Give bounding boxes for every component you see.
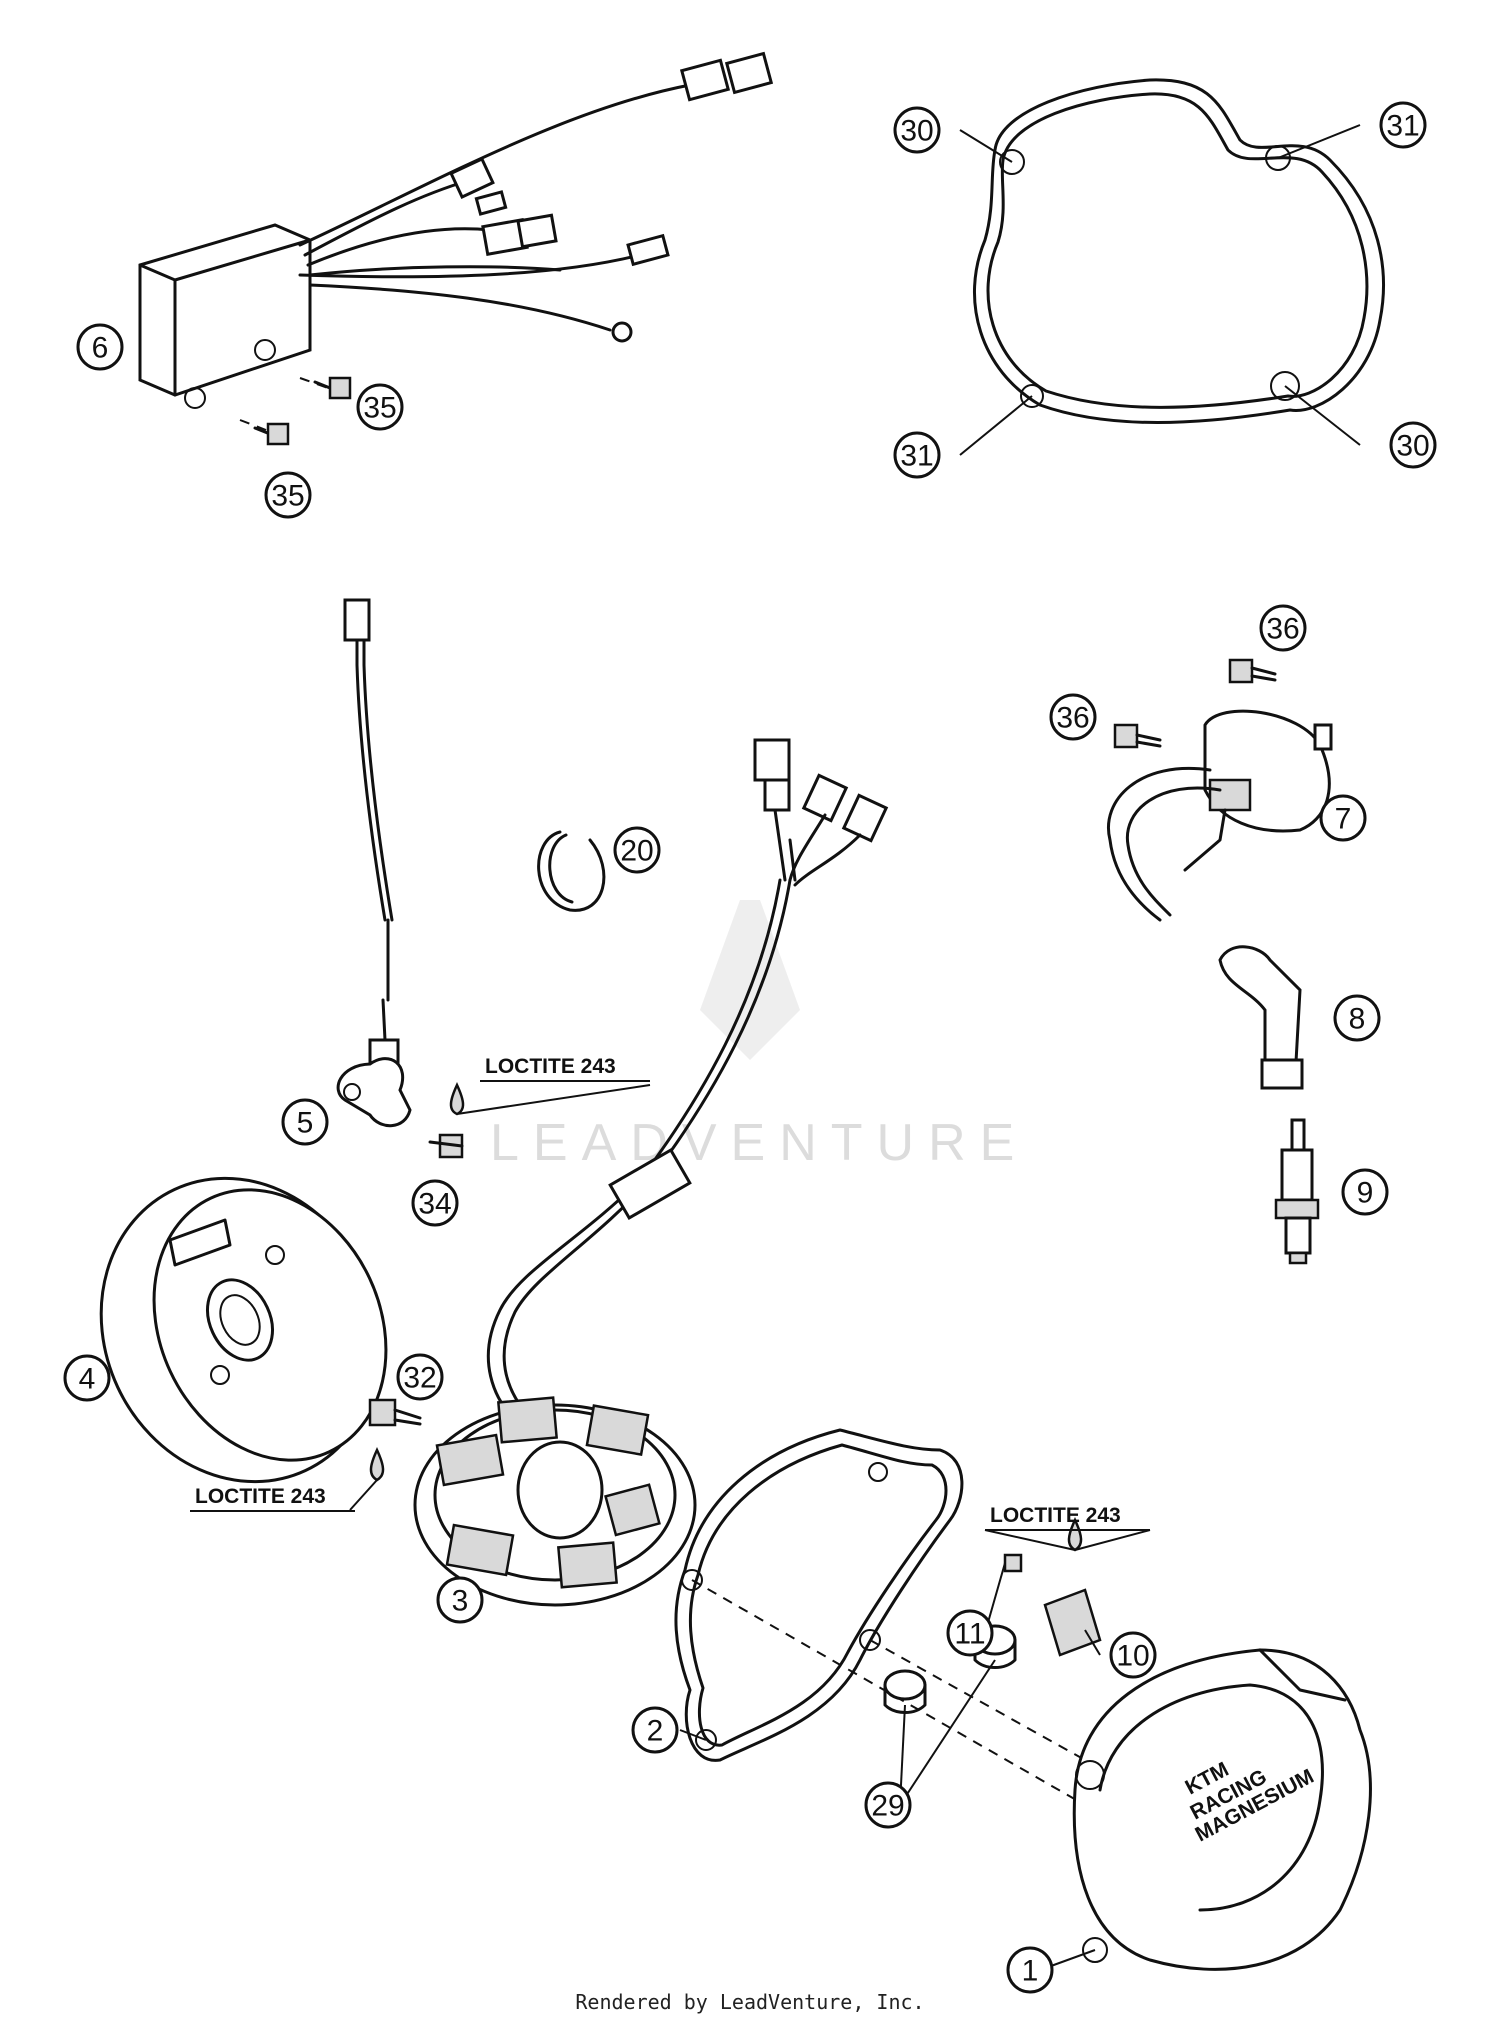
svg-text:LOCTITE 243: LOCTITE 243 [195, 1485, 326, 1508]
svg-text:9: 9 [1357, 1177, 1374, 1210]
loctite-label-c: LOCTITE 243 [985, 1504, 1150, 1531]
callout-7: 7 [1319, 794, 1367, 842]
watermark: LEADVENTURE [490, 900, 1028, 1172]
svg-text:5: 5 [297, 1107, 314, 1140]
callout-29: 29 [864, 1781, 912, 1829]
svg-text:20: 20 [620, 835, 653, 868]
callout-20: 20 [613, 826, 661, 874]
screw-11 [1003, 1517, 1083, 1573]
svg-text:11: 11 [954, 1618, 985, 1651]
callout-30a: 30 [893, 106, 941, 154]
callout-32: 32 [396, 1353, 444, 1401]
plate-10 [1043, 1588, 1102, 1657]
callout-8: 8 [1333, 994, 1381, 1042]
callout-1: 1 [1006, 1946, 1054, 1994]
assembly-lines [691, 1579, 1086, 1806]
svg-text:35: 35 [363, 392, 396, 425]
callout-34: 34 [411, 1179, 459, 1227]
callout-3: 3 [436, 1576, 484, 1624]
callout-10: 10 [1109, 1631, 1157, 1679]
callout-11: 11 [946, 1609, 994, 1657]
svg-text:32: 32 [403, 1362, 436, 1395]
svg-text:6: 6 [92, 332, 109, 365]
svg-text:36: 36 [1056, 702, 1089, 735]
loctite-label-a: LOCTITE 243 [480, 1055, 650, 1082]
svg-text:35: 35 [271, 480, 304, 513]
svg-text:34: 34 [418, 1188, 451, 1221]
rotor-bolt-32 [368, 1398, 422, 1482]
loctite-label-b: LOCTITE 243 [190, 1485, 355, 1512]
svg-text:3: 3 [452, 1585, 469, 1618]
callout-30b: 30 [1389, 421, 1437, 469]
callout-35b: 35 [264, 471, 312, 519]
svg-text:30: 30 [900, 115, 933, 148]
coil-bolts-36 [1113, 658, 1277, 749]
pulse-generator [336, 598, 412, 1128]
ignition-coil [1107, 709, 1333, 922]
svg-text:1: 1 [1022, 1955, 1039, 1988]
callout-6: 6 [76, 323, 124, 371]
callout-2: 2 [631, 1706, 679, 1754]
svg-text:31: 31 [900, 440, 933, 473]
svg-text:29: 29 [871, 1790, 904, 1823]
ignition-cover-gasket [674, 1428, 964, 1762]
callout-36a: 36 [1259, 604, 1307, 652]
spark-plug [1274, 1118, 1320, 1265]
callout-31a: 31 [1379, 101, 1427, 149]
callout-35a: 35 [356, 383, 404, 431]
svg-text:7: 7 [1335, 803, 1352, 836]
svg-text:10: 10 [1116, 1640, 1149, 1673]
cdi-screws [239, 376, 352, 446]
spark-plug-connector [1218, 945, 1304, 1090]
callout-9: 9 [1341, 1168, 1389, 1216]
footer-credit: Rendered by LeadVenture, Inc. [575, 1990, 925, 2014]
callout-36b: 36 [1049, 693, 1097, 741]
svg-text:36: 36 [1266, 613, 1299, 646]
cover-gasket [973, 78, 1385, 424]
svg-text:LOCTITE 243: LOCTITE 243 [485, 1055, 616, 1078]
callout-31b: 31 [893, 431, 941, 479]
clamp-20 [537, 830, 606, 912]
callout-5: 5 [281, 1098, 329, 1146]
stator [413, 1396, 697, 1607]
flywheel-rotor [99, 1176, 388, 1484]
svg-text:30: 30 [1396, 430, 1429, 463]
callout-4: 4 [63, 1354, 111, 1402]
ignition-cover: KTM RACING MAGNESIUM [1072, 1648, 1372, 1971]
svg-text:31: 31 [1386, 110, 1419, 143]
watermark-text: LEADVENTURE [490, 1114, 1028, 1172]
leader-lines [349, 124, 1361, 1971]
svg-text:8: 8 [1349, 1003, 1366, 1036]
cdi-wiring-harness [298, 51, 774, 343]
svg-text:4: 4 [79, 1363, 96, 1396]
svg-text:2: 2 [647, 1715, 664, 1748]
pickup-screw-34 [428, 1082, 465, 1159]
cdi-unit [138, 223, 312, 409]
stator-harness [486, 738, 889, 1422]
svg-text:LOCTITE 243: LOCTITE 243 [990, 1504, 1121, 1527]
